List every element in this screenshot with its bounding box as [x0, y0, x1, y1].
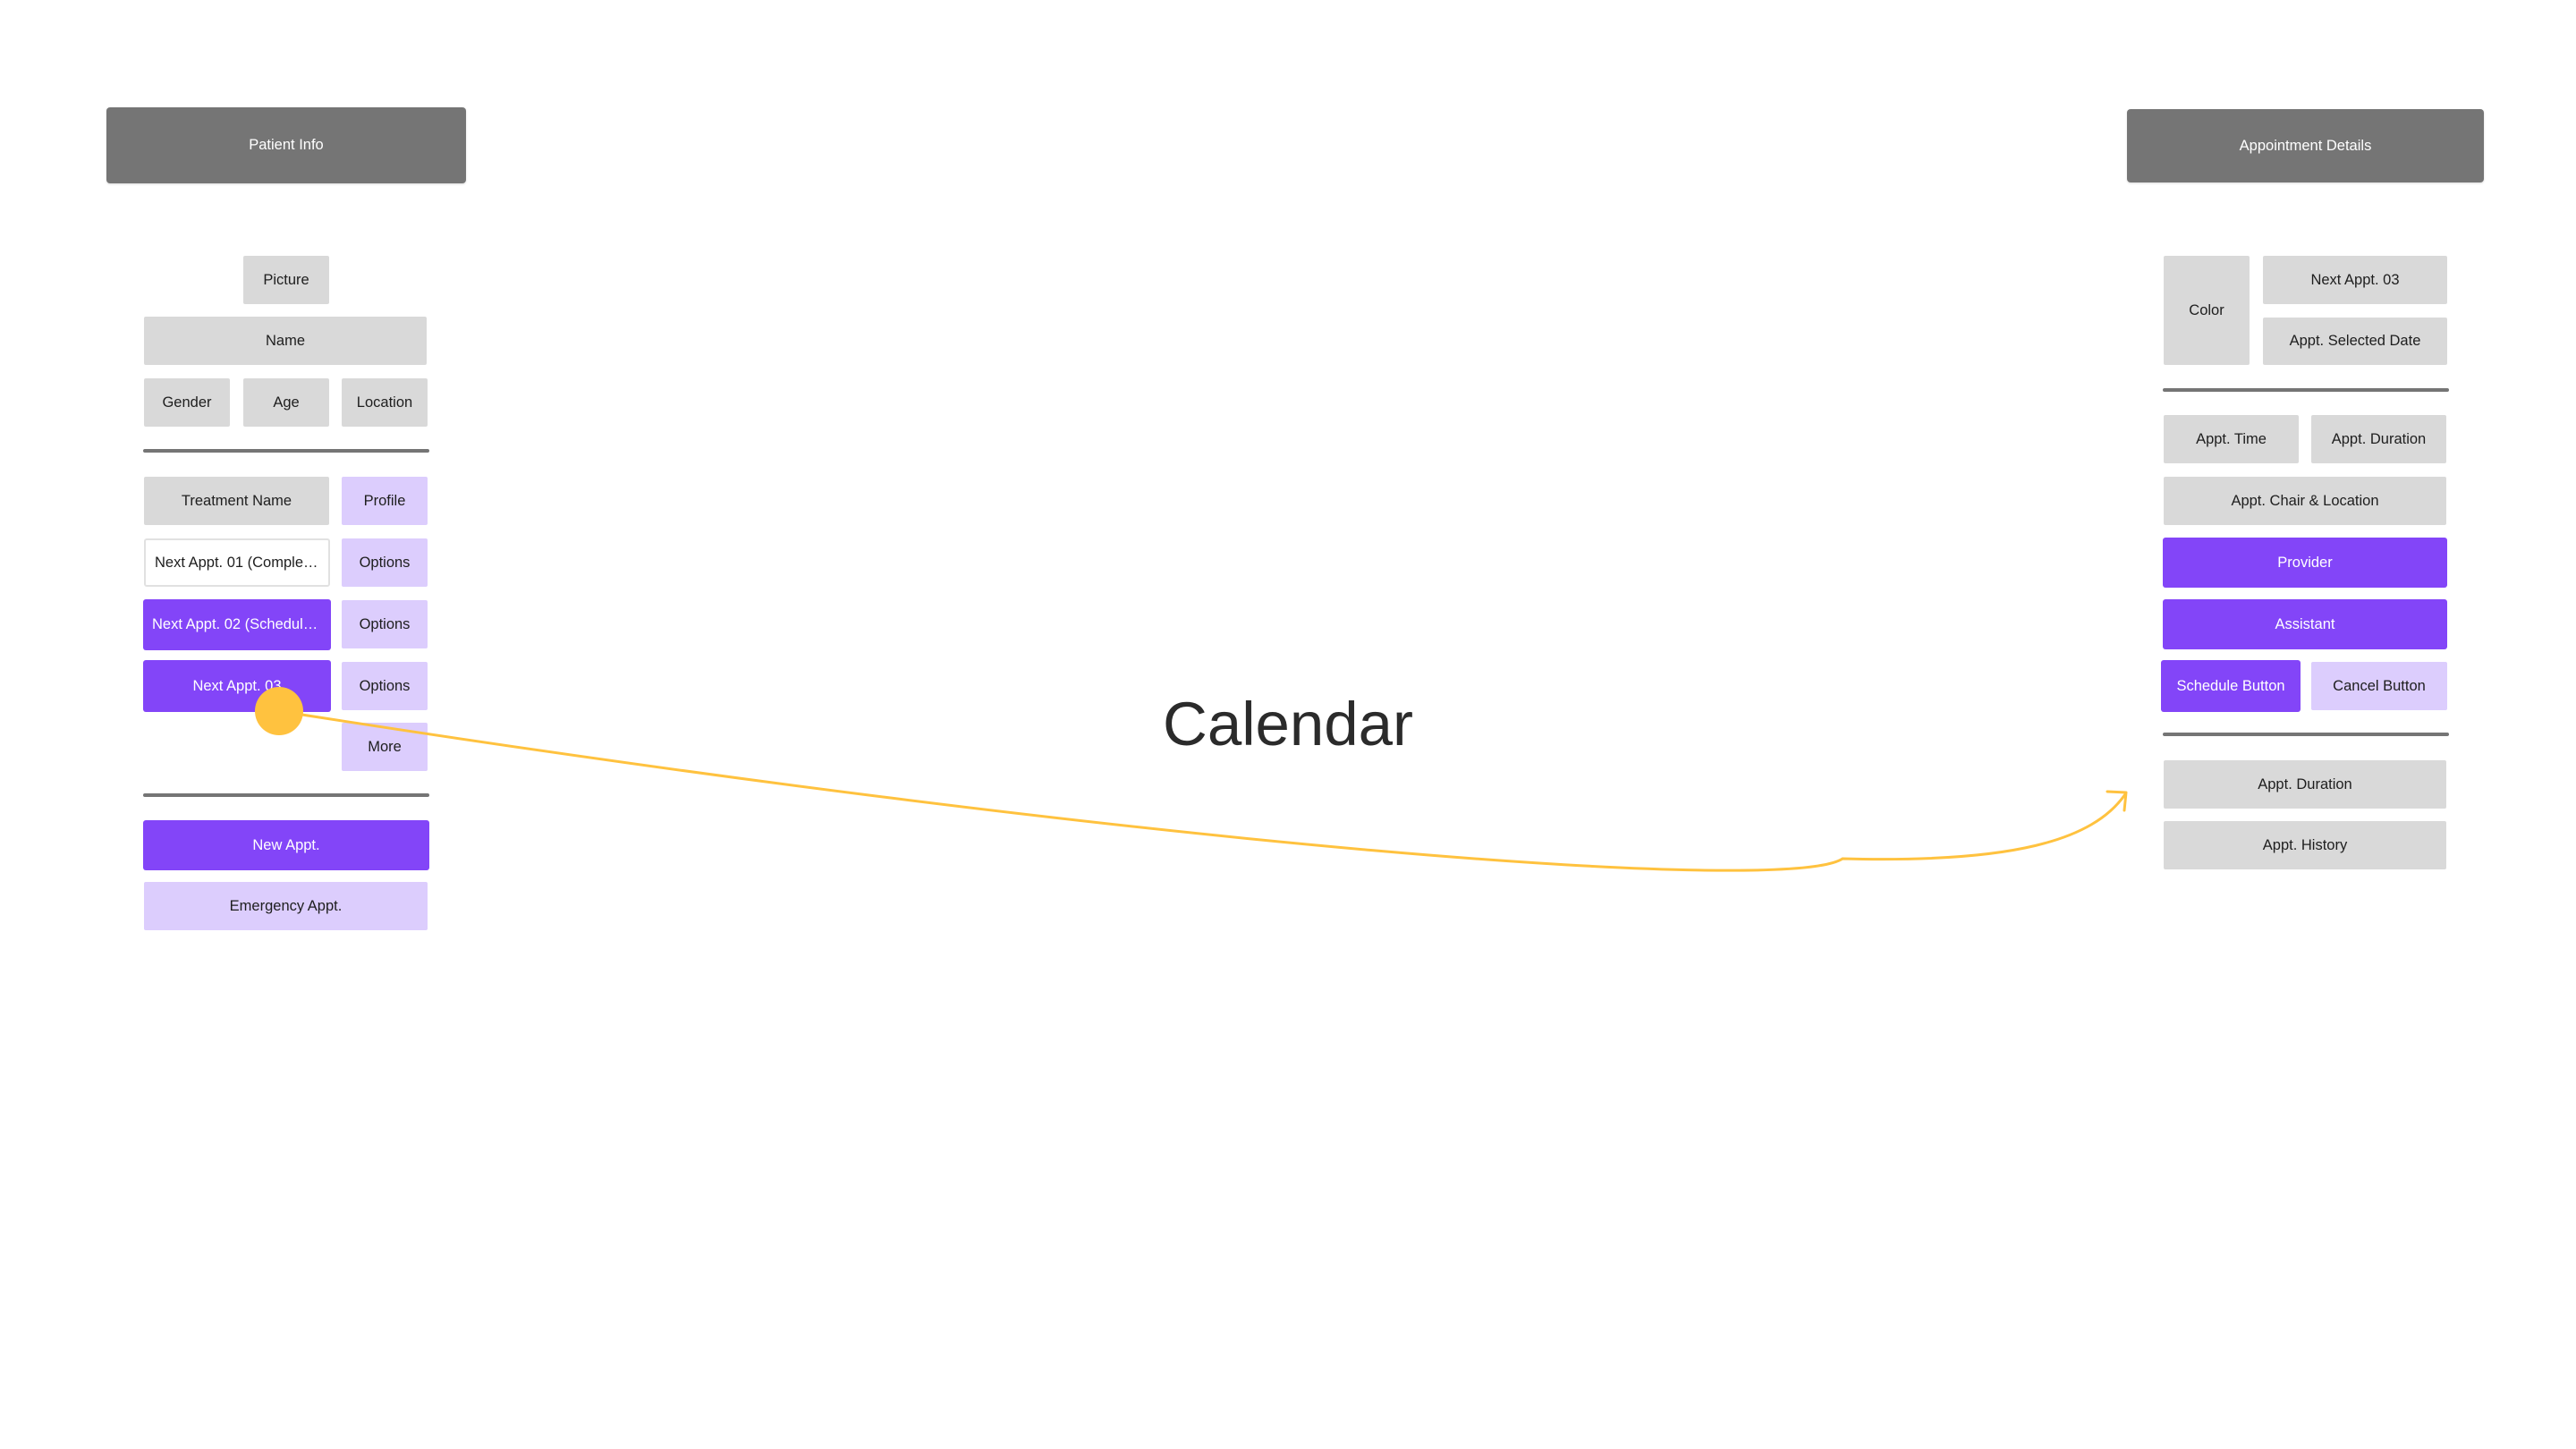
schedule-button[interactable]: Schedule Button	[2161, 660, 2301, 712]
cancel-button[interactable]: Cancel Button	[2311, 662, 2447, 710]
next-appt-01-item[interactable]: Next Appt. 01 (Completed)	[144, 538, 330, 587]
treatment-name-field: Treatment Name	[144, 477, 329, 525]
patient-picture: Picture	[243, 256, 329, 304]
patient-age-field: Age	[243, 378, 329, 427]
appt-history-button[interactable]: Appt. History	[2164, 821, 2446, 869]
appt-title-field: Next Appt. 03	[2263, 256, 2447, 304]
right-divider-1	[2163, 388, 2449, 392]
next-appt-02-item[interactable]: Next Appt. 02 (Scheduled)	[143, 599, 331, 650]
patient-name-field: Name	[144, 317, 427, 365]
calendar-title: Calendar	[1162, 690, 1413, 758]
appt-color-swatch: Color	[2164, 256, 2250, 365]
assistant-selector[interactable]: Assistant	[2163, 599, 2447, 649]
left-divider-2	[143, 793, 429, 797]
patient-location-field: Location	[342, 378, 428, 427]
left-divider-1	[143, 449, 429, 453]
profile-button[interactable]: Profile	[342, 477, 428, 525]
options-button-appt-01[interactable]: Options	[342, 538, 428, 587]
appt-time-field: Appt. Time	[2164, 415, 2299, 463]
new-appt-button[interactable]: New Appt.	[143, 820, 429, 870]
provider-selector[interactable]: Provider	[2163, 538, 2447, 588]
appt-duration-info: Appt. Duration	[2164, 760, 2446, 809]
options-button-appt-02[interactable]: Options	[342, 600, 428, 648]
appt-chair-location-field: Appt. Chair & Location	[2164, 477, 2446, 525]
connector-arrow-icon	[2106, 790, 2128, 812]
patient-info-header: Patient Info	[106, 107, 466, 183]
emergency-appt-button[interactable]: Emergency Appt.	[144, 882, 428, 930]
next-appt-03-item[interactable]: Next Appt. 03	[143, 660, 331, 712]
patient-gender-field: Gender	[144, 378, 230, 427]
appt-selected-date-field: Appt. Selected Date	[2263, 318, 2447, 365]
appointment-details-header: Appointment Details	[2127, 109, 2484, 182]
more-button[interactable]: More	[342, 723, 428, 771]
options-button-appt-03[interactable]: Options	[342, 662, 428, 710]
appt-duration-field: Appt. Duration	[2311, 415, 2446, 463]
right-divider-2	[2163, 733, 2449, 736]
